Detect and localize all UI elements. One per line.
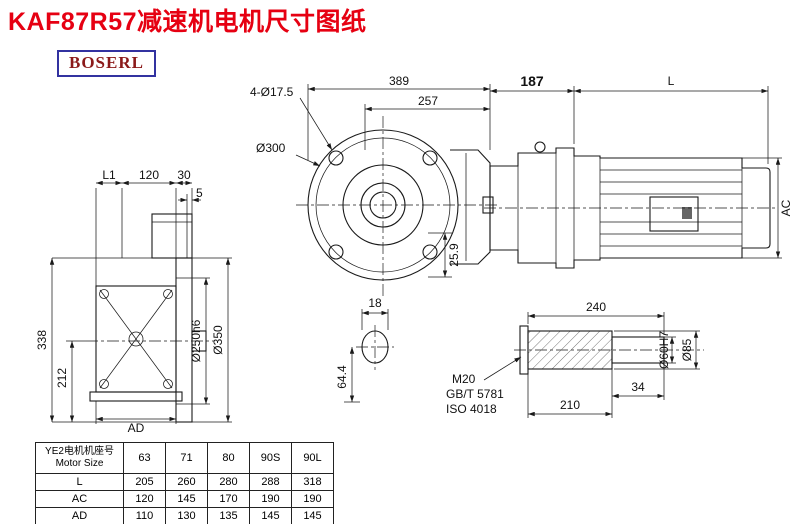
dim-AD: AD	[128, 421, 145, 435]
front-view: 389 257 4-Ø17.5 Ø300 25.9 18 64.4	[250, 74, 500, 403]
table-row-AC: AC 120 145 170 190 190	[35, 490, 334, 508]
table-cell: 190	[291, 490, 334, 508]
dim-187: 187	[520, 73, 544, 89]
table-header-motor-size: YE2电机机座号 Motor Size	[35, 442, 124, 474]
table-header-size: 63	[123, 442, 166, 474]
bolt-holes-label: 4-Ø17.5	[250, 85, 294, 99]
thread-label-m20: M20	[452, 372, 476, 386]
dim-keyway-18: 18	[368, 296, 382, 310]
table-header-size: 80	[207, 442, 250, 474]
dim-motor-length-L: L	[668, 74, 675, 88]
table-cell: 318	[291, 473, 334, 491]
dim-210: 210	[560, 398, 580, 412]
dim-240: 240	[586, 300, 606, 314]
table-cell: 135	[207, 507, 250, 524]
table-cell: 288	[249, 473, 292, 491]
table-row-L: L 205 260 280 288 318	[35, 473, 334, 491]
dim-34: 34	[631, 380, 645, 394]
table-row-AD: AD 110 130 135 145 145	[35, 507, 334, 524]
motor-view: 187 L AC	[484, 73, 793, 269]
dim-5: 5	[196, 186, 203, 200]
table-cell: 110	[123, 507, 166, 524]
table-cell: 145	[249, 507, 292, 524]
page-title: KAF87R57减速机电机尺寸图纸	[8, 8, 367, 36]
table-header-size: 90S	[249, 442, 292, 474]
side-flange-diameter-label: Ø350	[211, 325, 225, 355]
spigot-diameter-label: Ø250h6	[189, 319, 203, 362]
dim-width-389: 389	[389, 74, 409, 88]
table-cell: 120	[123, 490, 166, 508]
side-view: L1 120 30 5 338 212 AD Ø250h6 Ø350	[35, 168, 232, 435]
dim-width-257: 257	[418, 94, 438, 108]
dim-25-9: 25.9	[447, 243, 461, 267]
shaft-diameter-label: Ø85	[680, 338, 694, 361]
dim-motor-diameter-AC: AC	[779, 199, 793, 216]
standard-label-gb: GB/T 5781	[446, 387, 504, 401]
flange-diameter-label: Ø300	[256, 141, 286, 155]
dim-64-4: 64.4	[335, 365, 349, 389]
dim-L1: L1	[102, 168, 116, 182]
nameplate-mark	[682, 207, 692, 219]
motor-size-table: YE2电机机座号 Motor Size 63 71 80 90S 90L L 2…	[35, 442, 334, 524]
table-header-size: 90L	[291, 442, 334, 474]
table-cell: 145	[165, 490, 208, 508]
standard-label-iso: ISO 4018	[446, 402, 497, 416]
boserl-logo: BOSERL	[57, 50, 156, 77]
table-cell: 190	[249, 490, 292, 508]
dim-height-338: 338	[35, 330, 49, 350]
dim-30: 30	[177, 168, 191, 182]
table-cell: 260	[165, 473, 208, 491]
row-label: AC	[35, 490, 124, 508]
table-cell: 145	[291, 507, 334, 524]
bore-diameter-label: Ø60H7	[657, 331, 671, 369]
row-label: AD	[35, 507, 124, 524]
table-cell: 205	[123, 473, 166, 491]
table-header-size: 71	[165, 442, 208, 474]
shaft-detail-view: 240 34 210 M20 GB/T 5781 ISO 4018 Ø60H7 …	[446, 300, 704, 418]
table-header-row: YE2电机机座号 Motor Size 63 71 80 90S 90L	[35, 442, 334, 474]
table-header-en: Motor Size	[55, 458, 104, 469]
table-cell: 170	[207, 490, 250, 508]
dim-axis-212: 212	[55, 368, 69, 388]
table-cell: 280	[207, 473, 250, 491]
table-cell: 130	[165, 507, 208, 524]
table-header-cn: YE2电机机座号	[45, 445, 114, 457]
row-label: L	[35, 473, 124, 491]
dim-120: 120	[139, 168, 159, 182]
